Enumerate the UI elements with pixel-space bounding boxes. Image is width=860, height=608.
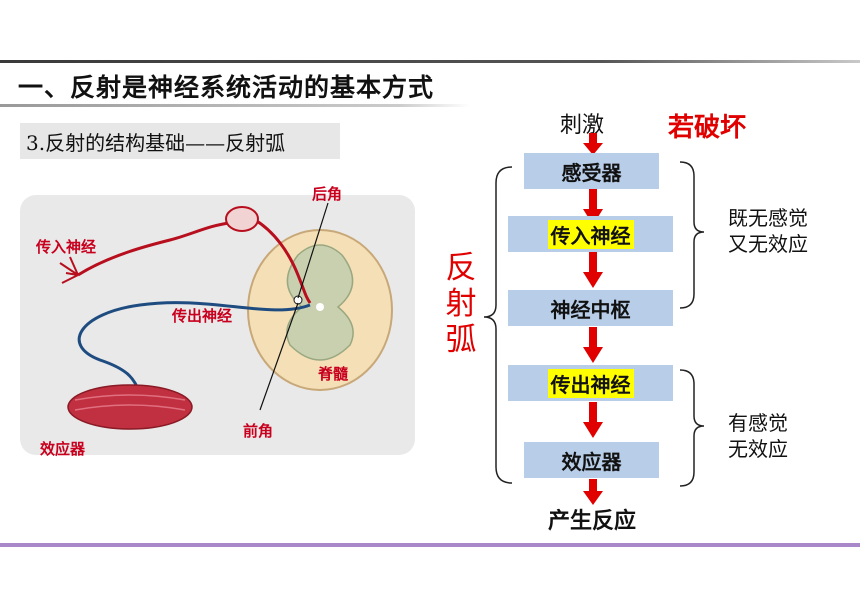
note-upper: 既无感觉 又无效应 xyxy=(728,205,808,257)
note-line: 有感觉 xyxy=(728,411,788,435)
arrow-down-icon xyxy=(583,327,603,363)
flow-step-afferent: 传入神经 xyxy=(508,216,673,252)
note-line: 无效应 xyxy=(728,437,788,461)
page-title: 一、反射是神经系统活动的基本方式 xyxy=(18,73,435,102)
bottom-rule xyxy=(0,543,860,547)
ventral-horn-label: 前角 xyxy=(243,422,274,440)
subtitle-background xyxy=(20,123,340,159)
reflex-arc-char: 射 xyxy=(445,286,477,322)
spinal-cord-shape xyxy=(247,229,393,391)
reflex-arc-brace xyxy=(483,166,513,484)
flow-step-label: 传入神经 xyxy=(547,219,634,249)
reflex-arc-vertical-label: 反 射 弧 xyxy=(444,250,478,358)
arrow-down-icon xyxy=(583,402,603,438)
arrow-down-icon xyxy=(583,479,603,505)
reflex-arc-char: 反 xyxy=(445,250,477,286)
flow-step-center: 神经中枢 xyxy=(508,290,673,326)
dorsal-root-ganglion xyxy=(225,206,259,232)
note-line: 又无效应 xyxy=(728,232,808,256)
flow-step-receptor: 感受器 xyxy=(524,153,659,189)
afferent-nerve-path xyxy=(59,215,312,304)
dorsal-horn-label: 后角 xyxy=(312,185,343,203)
reflex-arc-char: 弧 xyxy=(445,322,477,358)
flow-step-label: 效应器 xyxy=(561,449,622,474)
muscle-shape xyxy=(67,384,193,430)
note-line: 既无感觉 xyxy=(728,206,808,230)
arrow-down-icon xyxy=(583,252,603,288)
flow-step-label: 神经中枢 xyxy=(550,297,631,322)
effector-label: 效应器 xyxy=(40,440,86,458)
dorsal-horn-pointer xyxy=(297,202,329,299)
result-label: 产生反应 xyxy=(548,509,637,534)
flow-step-label: 传出神经 xyxy=(547,368,634,398)
arrow-down-icon xyxy=(583,133,603,155)
top-rule xyxy=(0,60,860,63)
note-lower: 有感觉 无效应 xyxy=(728,410,788,462)
upper-right-brace xyxy=(679,161,705,309)
efferent-nerve-label: 传出神经 xyxy=(172,307,233,325)
damage-label: 若破坏 xyxy=(668,113,747,143)
flow-step-efferent: 传出神经 xyxy=(508,365,673,401)
flow-step-label: 感受器 xyxy=(561,160,622,185)
ventral-horn-pointer xyxy=(259,302,299,411)
spinal-cord-label: 脊髓 xyxy=(318,365,349,383)
flow-step-effector: 效应器 xyxy=(524,442,659,478)
reflex-arc-illustration xyxy=(20,195,415,455)
lower-right-brace xyxy=(679,369,705,487)
page-subtitle: 3.反射的结构基础——反射弧 xyxy=(26,131,286,155)
afferent-nerve-label: 传入神经 xyxy=(36,238,97,256)
title-underline xyxy=(0,104,470,107)
